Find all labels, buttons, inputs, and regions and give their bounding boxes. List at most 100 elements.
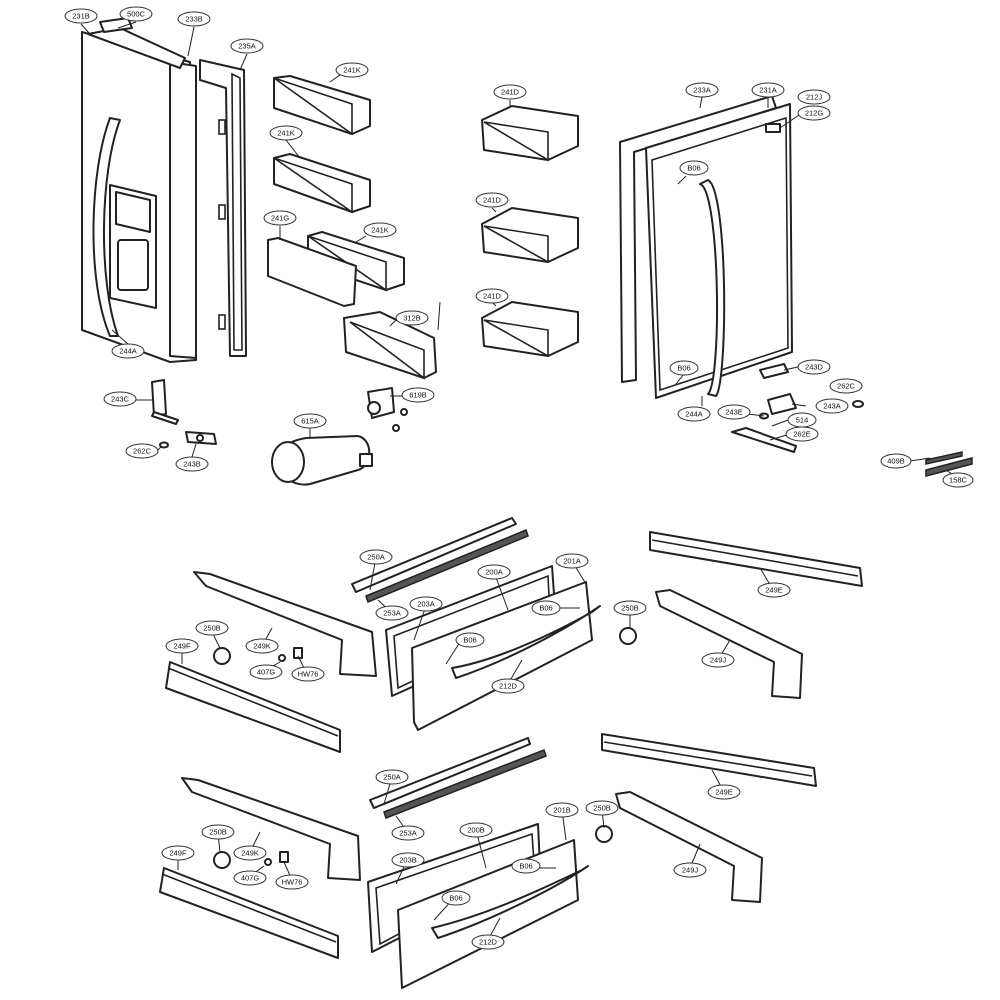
svg-text:235A: 235A xyxy=(238,42,256,51)
callout-250B-right-upper: 250B xyxy=(613,600,647,616)
callout-253A-upper: 253A xyxy=(375,605,409,621)
svg-text:244A: 244A xyxy=(119,347,137,356)
callout-244A-left: 244A xyxy=(111,343,145,359)
svg-text:203B: 203B xyxy=(399,856,417,865)
callout-235A: 235A xyxy=(230,38,264,54)
callout-243A: 243A xyxy=(815,398,849,414)
callout-212J: 212J xyxy=(797,89,831,105)
svg-text:262E: 262E xyxy=(793,430,811,439)
callout-243D: 243D xyxy=(797,359,831,375)
svg-text:514: 514 xyxy=(796,416,809,425)
svg-text:312B: 312B xyxy=(403,314,421,323)
svg-text:HW76: HW76 xyxy=(298,670,319,679)
callout-233B: 233B xyxy=(177,11,211,27)
svg-text:249E: 249E xyxy=(765,586,783,595)
callout-250B-left-lower: 250B xyxy=(201,824,235,840)
callout-B06-lower-drawer-a: B06 xyxy=(511,858,541,874)
svg-text:200B: 200B xyxy=(467,826,485,835)
callout-203B: 203B xyxy=(391,852,425,868)
svg-text:407G: 407G xyxy=(241,874,260,883)
svg-text:249K: 249K xyxy=(241,849,259,858)
callout-249E-lower: 249E xyxy=(707,784,741,800)
callout-201A: 201A xyxy=(555,553,589,569)
svg-text:249F: 249F xyxy=(169,849,187,858)
right-hinge-parts xyxy=(731,363,864,453)
svg-text:158C: 158C xyxy=(949,476,968,485)
callout-249J-lower: 249J xyxy=(673,862,707,878)
svg-text:B06: B06 xyxy=(539,604,552,613)
callout-250B-left-upper: 250B xyxy=(195,620,229,636)
callout-262C-right: 262C xyxy=(829,378,863,394)
svg-text:253A: 253A xyxy=(383,609,401,618)
callout-158C: 158C xyxy=(942,472,974,488)
callout-262C-left: 262C xyxy=(125,443,159,459)
svg-text:409B: 409B xyxy=(887,457,905,466)
callout-HW76-upper: HW76 xyxy=(291,666,325,682)
callout-241D-1: 241D xyxy=(493,84,527,100)
small-parts-409B-158C xyxy=(925,451,973,477)
svg-text:243E: 243E xyxy=(725,408,743,417)
callout-B06-upper-drawer-b: B06 xyxy=(455,632,485,648)
callout-619B: 619B xyxy=(401,387,435,403)
svg-text:244A: 244A xyxy=(685,410,703,419)
lower-freezer-drawer xyxy=(159,733,817,989)
callout-244A-right: 244A xyxy=(677,406,711,422)
svg-text:253A: 253A xyxy=(399,829,417,838)
svg-text:212G: 212G xyxy=(805,109,824,118)
callout-200B: 200B xyxy=(459,822,493,838)
svg-text:241G: 241G xyxy=(271,214,290,223)
svg-text:262C: 262C xyxy=(837,382,856,391)
callout-labels: 231B 500C 233B 235A 244A 241K 241K 241K … xyxy=(64,6,974,950)
svg-text:615A: 615A xyxy=(301,417,319,426)
callout-B06-door-bottom: B06 xyxy=(669,360,699,376)
callout-203A: 203A xyxy=(409,596,443,612)
callout-241K-3: 241K xyxy=(363,222,397,238)
svg-text:201A: 201A xyxy=(563,557,581,566)
svg-text:250A: 250A xyxy=(383,773,401,782)
callout-407G-lower: 407G xyxy=(233,870,267,886)
left-hinge-parts xyxy=(151,379,217,449)
right-door-assembly xyxy=(619,95,793,399)
callout-407G-upper: 407G xyxy=(249,664,283,680)
svg-text:HW76: HW76 xyxy=(282,878,303,887)
callout-249E-upper: 249E xyxy=(757,582,791,598)
callout-B06-upper-drawer-a: B06 xyxy=(531,600,561,616)
svg-text:B06: B06 xyxy=(449,894,462,903)
callout-233A: 233A xyxy=(685,82,719,98)
svg-text:231B: 231B xyxy=(72,12,90,21)
svg-text:212D: 212D xyxy=(499,682,518,691)
svg-text:250B: 250B xyxy=(621,604,639,613)
svg-text:241D: 241D xyxy=(483,292,502,301)
svg-text:233B: 233B xyxy=(185,15,203,24)
callout-514: 514 xyxy=(787,412,817,428)
callout-B06-door-top: B06 xyxy=(679,160,709,176)
svg-text:241D: 241D xyxy=(501,88,520,97)
callout-243C: 243C xyxy=(103,391,137,407)
callout-201B: 201B xyxy=(545,802,579,818)
svg-text:212J: 212J xyxy=(806,93,823,102)
svg-text:201B: 201B xyxy=(553,806,571,815)
svg-text:249K: 249K xyxy=(253,642,271,651)
svg-text:243A: 243A xyxy=(823,402,841,411)
left-door-assembly xyxy=(81,17,247,363)
svg-text:249E: 249E xyxy=(715,788,733,797)
svg-text:262C: 262C xyxy=(133,447,152,456)
door-bins-241K xyxy=(267,75,441,380)
svg-text:249J: 249J xyxy=(710,656,727,665)
callout-615A: 615A xyxy=(293,413,327,429)
callout-212D-upper: 212D xyxy=(491,678,525,694)
svg-text:200A: 200A xyxy=(485,568,503,577)
svg-text:243D: 243D xyxy=(805,363,824,372)
callout-249F-upper: 249F xyxy=(165,638,199,654)
callout-231B: 231B xyxy=(64,8,98,24)
callout-212D-lower: 212D xyxy=(471,934,505,950)
upper-freezer-drawer xyxy=(165,517,863,753)
callout-241D-3: 241D xyxy=(475,288,509,304)
callout-249F-lower: 249F xyxy=(161,845,195,861)
svg-text:500C: 500C xyxy=(127,10,146,19)
svg-text:241K: 241K xyxy=(343,66,361,75)
svg-text:203A: 203A xyxy=(417,600,435,609)
svg-text:243B: 243B xyxy=(183,460,201,469)
svg-text:619B: 619B xyxy=(409,391,427,400)
svg-text:249F: 249F xyxy=(173,642,191,651)
